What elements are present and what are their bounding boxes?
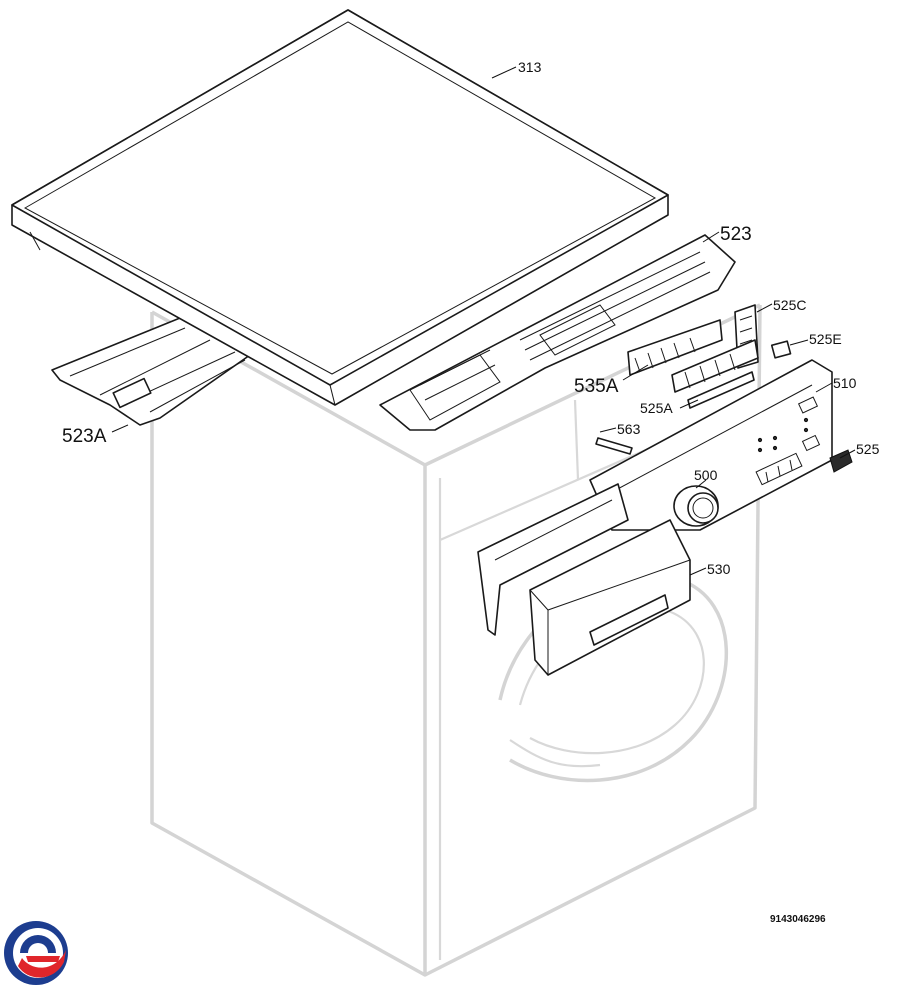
part-labels: 313 523 525C 525E 510 535A 525A 563 525 … — [62, 59, 880, 925]
label-313: 313 — [518, 59, 542, 75]
knob-part — [673, 485, 719, 527]
leader-lines — [111, 66, 856, 576]
detergent-drawer-part — [477, 483, 691, 676]
control-modules-part — [627, 304, 792, 409]
label-510: 510 — [833, 375, 857, 391]
logo-red-bar — [26, 956, 60, 962]
label-523: 523 — [720, 224, 752, 245]
logo-blue-arc — [20, 935, 56, 953]
logo-red-swoosh — [18, 950, 66, 978]
drawing-code: 9143046296 — [770, 914, 826, 925]
brand-logo — [4, 921, 68, 985]
label-525C: 525C — [773, 297, 806, 313]
rear-rail-part — [379, 234, 736, 431]
label-500: 500 — [694, 467, 718, 483]
label-525A: 525A — [640, 400, 673, 416]
label-563: 563 — [617, 421, 641, 437]
label-535A: 535A — [574, 376, 619, 397]
label-530: 530 — [707, 561, 731, 577]
label-525: 525 — [856, 441, 880, 457]
worktop-lid-part — [11, 9, 669, 406]
label-523A: 523A — [62, 426, 107, 447]
pin-part — [595, 437, 633, 455]
label-525E: 525E — [809, 331, 842, 347]
switch-part — [829, 449, 853, 473]
